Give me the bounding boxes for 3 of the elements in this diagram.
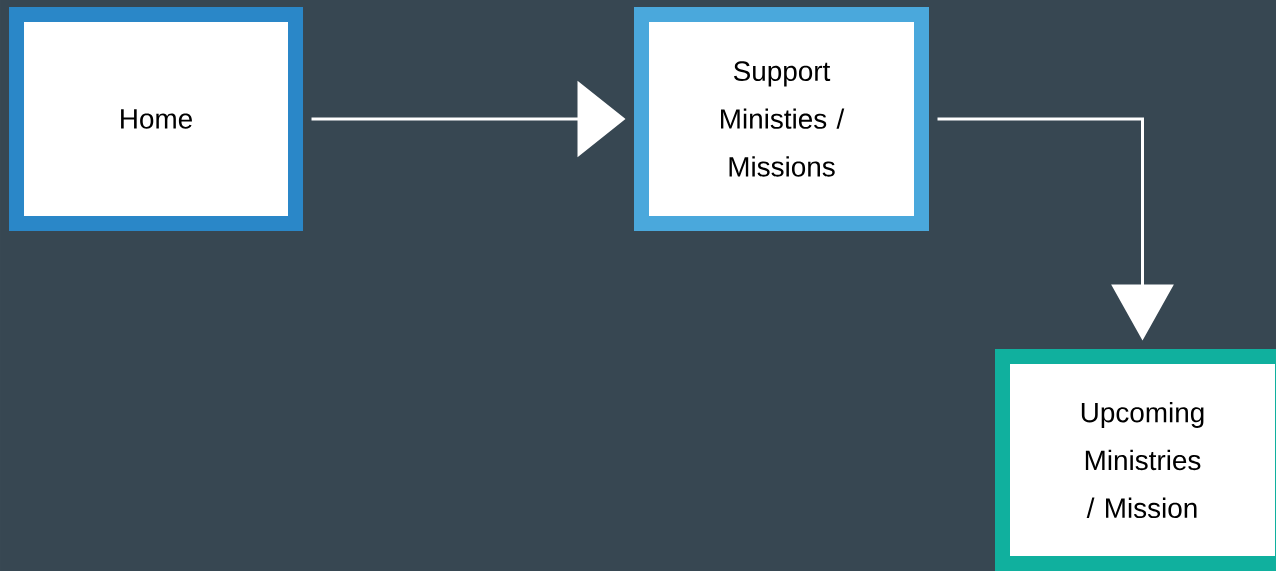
page-box: Upcoming Ministries / Mission (995, 349, 1276, 571)
page-box: Support Ministies / Missions (634, 7, 929, 231)
page-box: Home (9, 7, 303, 231)
